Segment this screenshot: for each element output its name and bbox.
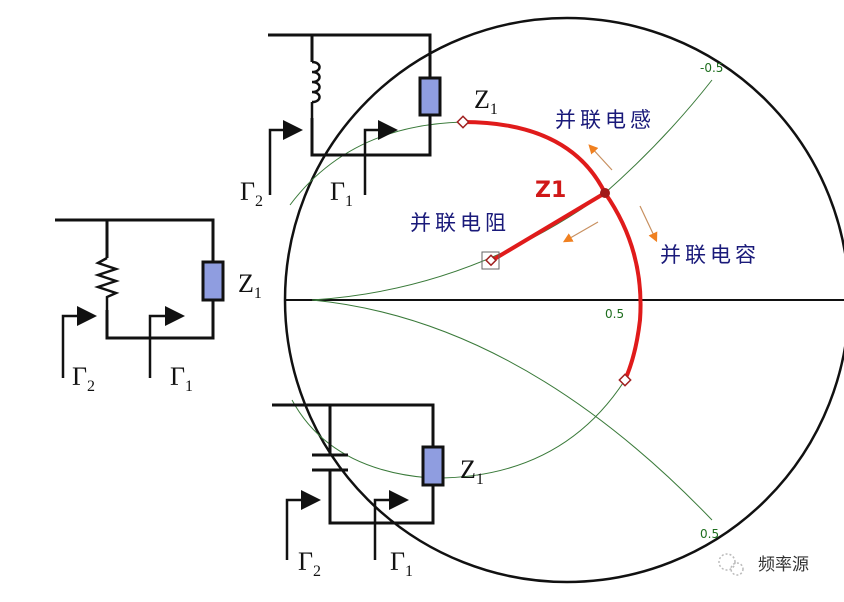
resistor-end-box	[481, 251, 500, 270]
bottom-gamma1-label: Γ1	[390, 547, 413, 580]
conductance-circle-upper	[289, 121, 464, 206]
bottom-z1-label: Z1	[460, 455, 484, 488]
resistor-trace	[489, 191, 607, 263]
label-shunt-inductor: 并联电感	[555, 108, 655, 132]
z1-point-label: Z1	[535, 178, 566, 203]
arrow-capacitor-direction	[639, 205, 658, 243]
top-z1-label: Z1	[474, 85, 498, 118]
label-shunt-capacitor: 并联电容	[660, 243, 760, 267]
capacitor-end-marker	[618, 373, 632, 387]
circuit-shunt-inductor	[268, 33, 442, 195]
susceptance-arc-lower	[311, 299, 713, 521]
capacitor-icon	[312, 453, 348, 472]
resistor-icon	[94, 256, 120, 310]
z1-point-marker	[456, 115, 470, 129]
impedance-z1-block	[201, 260, 225, 302]
impedance-z1-block	[418, 76, 442, 117]
arrow-inductor-direction	[588, 144, 613, 171]
top-gamma2-label: Γ2	[240, 177, 263, 210]
impedance-z1-block	[421, 445, 445, 487]
arrow-resistor-direction	[562, 221, 599, 243]
circuit-shunt-capacitor	[272, 403, 445, 560]
wechat-logo-icon	[718, 553, 744, 576]
tick-bottom-right: 0.5	[700, 527, 719, 541]
label-shunt-resistor: 并联电阻	[410, 211, 510, 235]
tick-center-right: 0.5	[605, 307, 624, 321]
bottom-gamma2-label: Γ2	[298, 547, 321, 580]
z1-center-point	[600, 188, 610, 198]
constant-conductance-trace	[462, 120, 643, 381]
top-gamma1-label: Γ1	[330, 177, 353, 210]
conductance-circle-lower	[291, 379, 626, 479]
inductor-icon	[310, 60, 321, 118]
left-gamma2-label: Γ2	[72, 362, 95, 395]
left-gamma1-label: Γ1	[170, 362, 193, 395]
watermark-text: 频率源	[758, 555, 809, 575]
left-z1-label: Z1	[238, 269, 262, 302]
circuit-shunt-resistor	[55, 218, 225, 378]
resistor-end-marker	[484, 254, 498, 267]
tick-top-right: -0.5	[700, 61, 723, 75]
